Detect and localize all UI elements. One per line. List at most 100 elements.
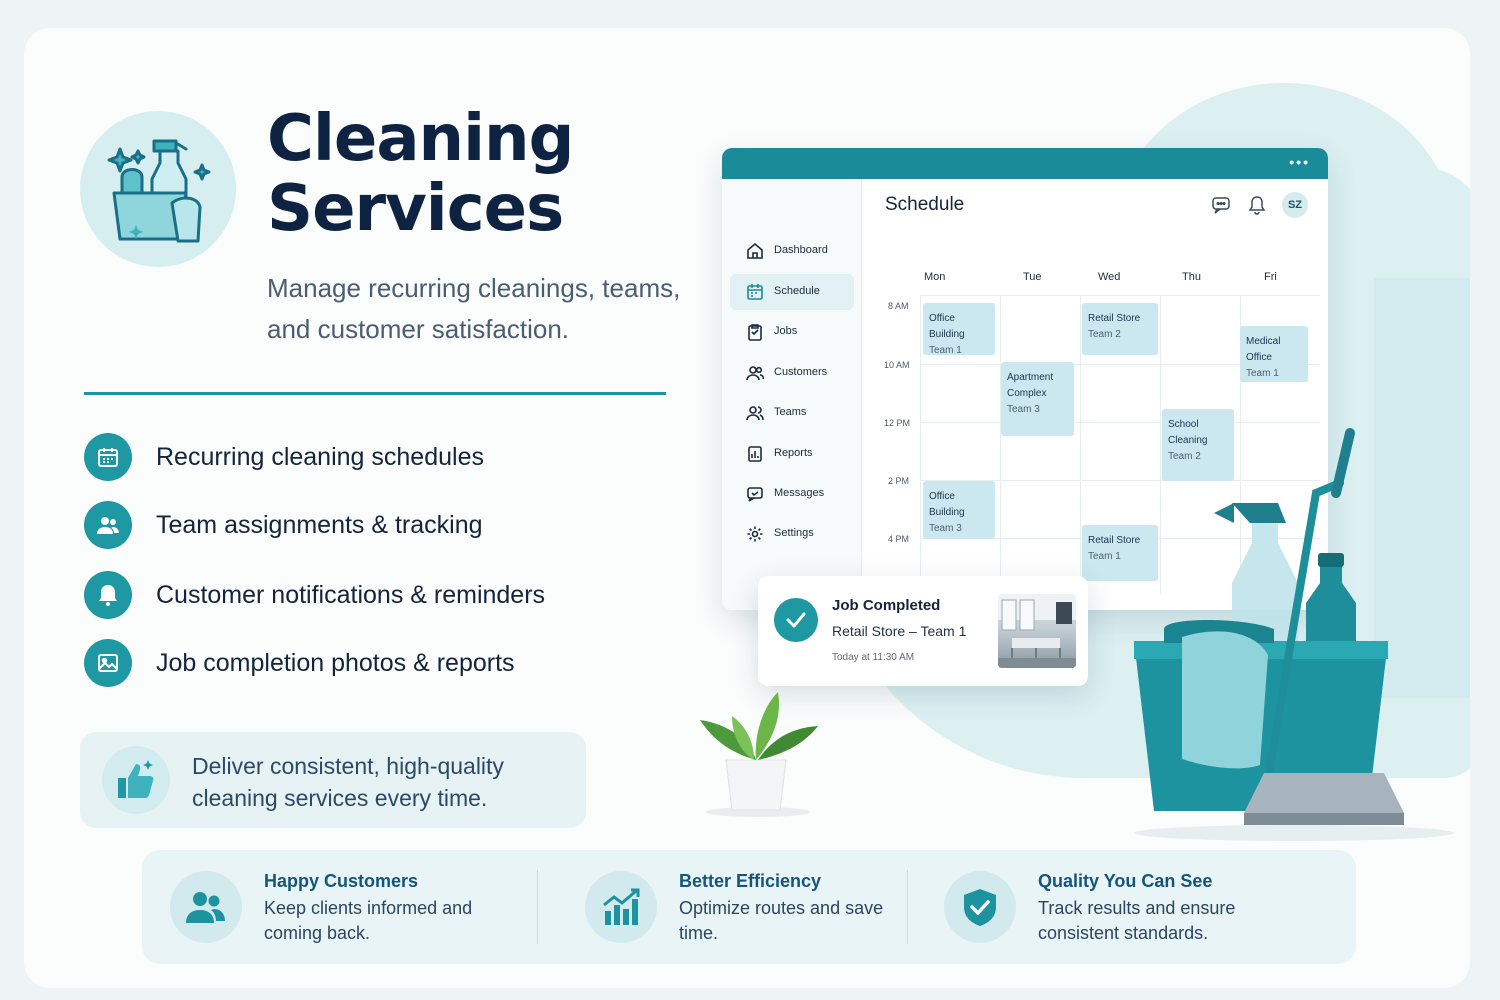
grid-line [920,295,1320,296]
sidebar-item-jobs[interactable]: Jobs [730,314,854,350]
sidebar-item-label: Schedule [774,285,820,297]
grid-line [1160,295,1161,595]
message-icon [747,487,763,502]
event-title: Retail Store [1088,535,1141,546]
grid-line [1080,295,1081,595]
benefit-quality: Quality You Can See Track results and en… [944,850,1284,964]
team-icon [84,501,132,549]
day-header: Wed [1098,271,1121,283]
bell-icon[interactable] [1246,194,1268,216]
sidebar-item-label: Jobs [774,325,798,337]
time-label: 2 PM [888,476,910,486]
time-label: 12 PM [884,418,911,428]
sidebar-item-teams[interactable]: Teams [730,395,854,431]
deliver-text: Deliver consistent, high-quality cleanin… [192,753,504,811]
notification-detail: Retail Store – Team 1 [832,623,967,639]
notification-title: Job Completed [832,597,941,614]
event-team: Team 2 [1088,329,1121,340]
sidebar-item-messages[interactable]: Messages [730,476,854,512]
sidebar-item-schedule[interactable]: Schedule [730,274,854,310]
notification-time: Today at 11:30 AM [832,652,915,663]
sidebar-item-label: Customers [774,366,828,378]
feature-label: Recurring cleaning schedules [156,443,484,471]
benefit-title: Better Efficiency [679,871,822,891]
sidebar-item-label: Teams [774,406,807,418]
benefit-better-efficiency: Better Efficiency Optimize routes and sa… [585,850,885,964]
sidebar-item-label: Messages [774,487,825,499]
benefit-description: Optimize routes and save time. [679,898,884,943]
time-label: 8 AM [888,301,909,311]
shield-check-icon [944,871,1016,943]
job-completed-notification[interactable]: Job Completed Retail Store – Team 1 Toda… [758,576,1088,686]
window-background [1374,278,1470,698]
sidebar-item-dashboard[interactable]: Dashboard [730,233,854,269]
schedule-event[interactable]: Retail Store Team 1 [1082,525,1158,581]
report-icon [748,446,762,462]
event-title: School Cleaning [1168,419,1208,446]
day-header: Thu [1182,271,1201,283]
schedule-event[interactable]: Apartment Complex Team 3 [1001,362,1074,436]
avatar[interactable]: SZ [1282,192,1308,218]
divider [907,870,908,944]
feature-item-photos: Job completion photos & reports [84,639,644,687]
app-title-bar: ••• [722,148,1328,179]
event-title: Retail Store [1088,313,1141,324]
time-label: 4 PM [888,534,910,544]
event-title: Medical Office [1246,336,1281,363]
event-team: Team 1 [1088,551,1121,562]
schedule-event[interactable]: Office Building Team 3 [923,481,995,539]
benefit-happy-customers: Happy Customers Keep clients informed an… [170,850,510,964]
clipboard-icon [748,324,762,341]
sidebar-item-label: Settings [774,527,814,539]
chat-icon[interactable] [1210,194,1232,216]
more-options-icon[interactable]: ••• [1289,154,1310,170]
page-subtitle: Manage recurring cleanings, teams, and c… [267,273,681,344]
title-line-2: Services [267,172,564,246]
sidebar-item-reports[interactable]: Reports [730,436,854,472]
grid-line [920,480,1320,481]
users-icon [170,871,242,943]
feature-item-notifications: Customer notifications & reminders [84,571,644,619]
day-header: Fri [1264,271,1277,283]
grid-line [920,295,921,595]
schedule-event[interactable]: Retail Store Team 2 [1082,303,1158,355]
cleaning-supplies-icon [80,111,236,267]
grid-line [1240,295,1241,595]
sidebar-item-customers[interactable]: Customers [730,355,854,391]
section-divider [84,392,666,395]
event-team: Team 1 [929,345,962,356]
sidebar-item-label: Reports [774,447,813,459]
cleaning-supplies-illustration [1134,428,1454,841]
benefits-strip: Happy Customers Keep clients informed an… [142,850,1356,964]
event-title: Office Building [929,491,965,518]
plant-illustration [700,692,818,817]
benefit-title: Quality You Can See [1038,871,1213,891]
sidebar-item-settings[interactable]: Settings [730,516,854,552]
schedule-event[interactable]: Office Building Team 1 [923,303,995,356]
schedule-event[interactable]: School Cleaning Team 2 [1162,409,1234,481]
title-line-1: Cleaning [267,102,574,176]
job-photo-thumbnail[interactable] [998,594,1076,668]
feature-label: Job completion photos & reports [156,649,515,677]
check-circle-icon [774,598,818,642]
bell-icon [84,571,132,619]
day-header: Mon [924,271,946,283]
event-title: Office Building [929,313,965,340]
feature-label: Team assignments & tracking [156,511,483,539]
grid-line [920,364,1320,365]
sidebar-item-label: Dashboard [774,244,828,256]
time-label: 10 AM [884,360,910,370]
event-title: Apartment Complex [1007,372,1054,399]
event-team: Team 1 [1246,368,1279,379]
app-window: ••• Dashboard Schedule Jobs Customers Te… [722,148,1328,610]
benefit-description: Track results and ensure consistent stan… [1038,898,1236,943]
gear-icon [747,526,763,542]
feature-label: Customer notifications & reminders [156,581,546,609]
day-header: Tue [1023,271,1042,283]
schedule-event[interactable]: Medical Office Team 1 [1240,326,1308,382]
schedule-title: Schedule [885,194,965,215]
feature-item-teams: Team assignments & tracking [84,501,644,549]
event-team: Team 2 [1168,451,1201,462]
thumbs-up-icon [102,746,170,814]
grid-line [920,422,1320,423]
